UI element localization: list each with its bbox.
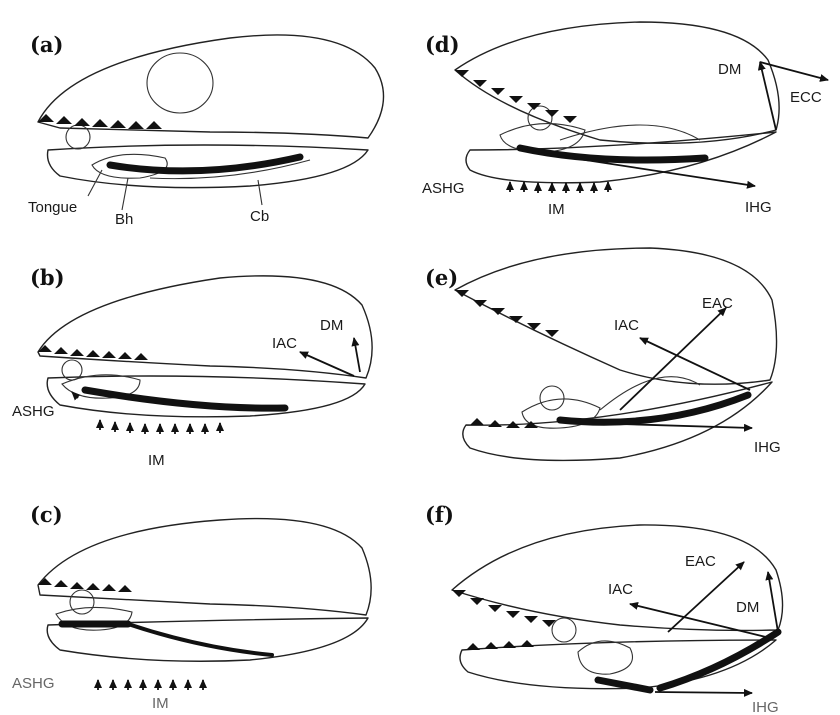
panel-f: (f) EAC IAC DM IHG [425, 502, 783, 715]
eye-icon [147, 53, 213, 113]
label-dm: DM [736, 599, 759, 616]
label-im: IM [548, 201, 565, 218]
panel-b: (b) DM IAC ASHG IM [12, 265, 372, 469]
label-iac: IAC [614, 317, 639, 334]
panel-e-head-drawing [455, 248, 777, 460]
label-iac: IAC [272, 335, 297, 352]
panel-c: (c) ASHG IM [12, 502, 371, 712]
label-ihg: IHG [752, 699, 779, 715]
label-eac: EAC [702, 295, 733, 312]
label-cb: Cb [250, 208, 269, 225]
panel-d: (d) DM ECC ASHG IM IHG [422, 22, 828, 218]
panel-b-letter: (b) [30, 265, 65, 290]
label-ihg: IHG [754, 439, 781, 456]
panel-d-letter: (d) [425, 32, 460, 57]
label-ashg: ASHG [422, 180, 465, 197]
label-ashg: ASHG [12, 675, 55, 692]
label-iac: IAC [608, 581, 633, 598]
label-bh: Bh [115, 211, 133, 228]
panel-d-im-arrows [510, 182, 608, 193]
panel-a: (a) Tongue Bh Cb [28, 32, 384, 228]
panel-a-head-drawing [38, 35, 384, 188]
panel-e-letter: (e) [425, 265, 458, 290]
label-ecc: ECC [790, 89, 822, 106]
panel-f-letter: (f) [425, 502, 454, 527]
label-im: IM [148, 452, 165, 469]
panel-c-letter: (c) [30, 502, 63, 527]
panel-d-head-drawing [455, 22, 779, 183]
panel-f-head-drawing [452, 525, 783, 690]
panel-a-letter: (a) [30, 32, 63, 57]
label-tongue: Tongue [28, 199, 77, 216]
label-ihg: IHG [745, 199, 772, 216]
label-im: IM [152, 695, 169, 712]
panel-b-head-drawing [38, 276, 372, 417]
panel-b-im-arrows [100, 420, 220, 434]
panel-e: (e) IAC EAC IHG [425, 248, 781, 460]
label-dm: DM [320, 317, 343, 334]
panel-c-head-drawing [38, 519, 371, 662]
label-dm: DM [718, 61, 741, 78]
label-eac: EAC [685, 553, 716, 570]
panel-c-im-arrows [98, 680, 203, 690]
label-ashg: ASHG [12, 403, 55, 420]
